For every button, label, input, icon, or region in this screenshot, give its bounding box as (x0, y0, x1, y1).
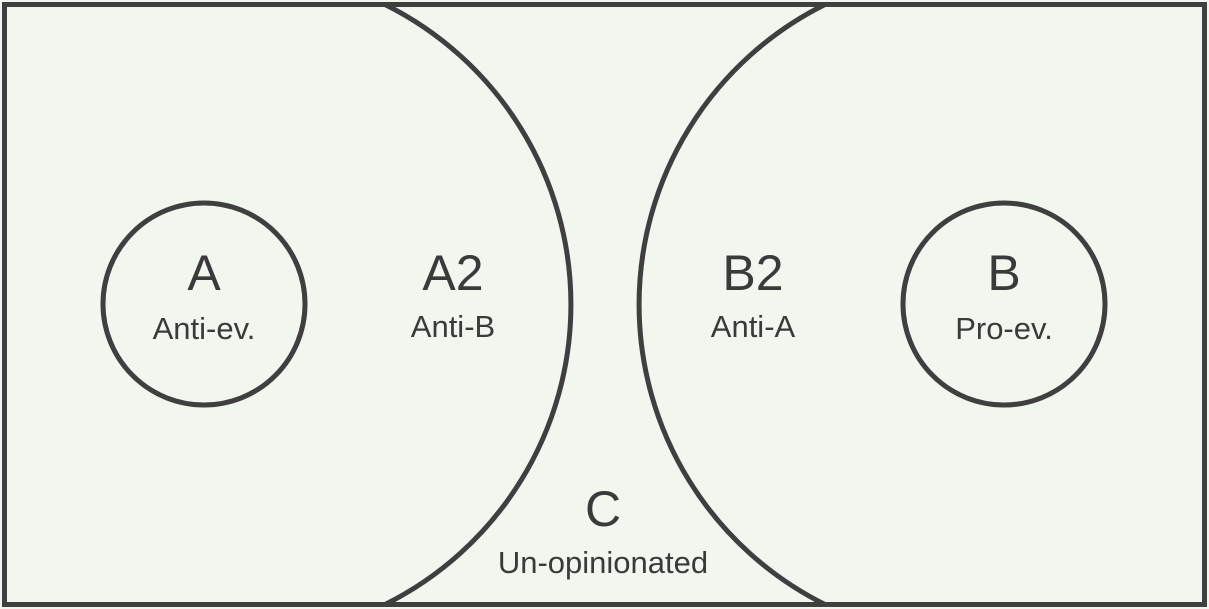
region-c-letter: C (585, 481, 621, 537)
region-b-label: Pro-ev. (955, 311, 1053, 346)
region-c-label: Un-opinionated (498, 545, 708, 580)
region-a-letter: A (187, 245, 221, 301)
region-b2-letter: B2 (722, 245, 783, 301)
left-arc-boundary (383, 2, 574, 607)
region-a2-label: Anti-B (411, 309, 495, 344)
region-a-label: Anti-ev. (153, 311, 256, 346)
region-b-letter: B (987, 245, 1020, 301)
circle-b (900, 200, 1108, 408)
region-b2-label: Anti-A (711, 309, 796, 344)
region-a2-letter: A2 (422, 245, 483, 301)
right-arc-boundary (636, 2, 827, 607)
circle-a (100, 200, 308, 408)
